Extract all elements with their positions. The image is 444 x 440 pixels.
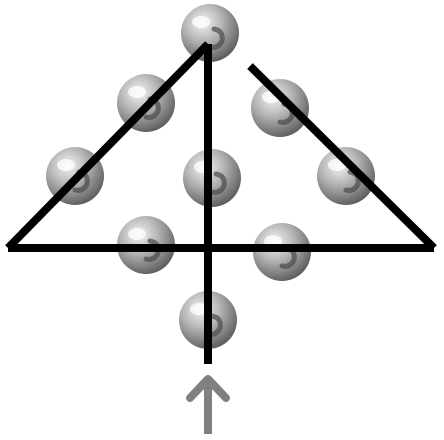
- right-triangle-edge-left: [250, 66, 434, 248]
- up-arrow-icon: [190, 378, 226, 434]
- sphere-highlight: [57, 159, 75, 171]
- sphere-highlight: [128, 228, 146, 240]
- sphere-body: [251, 79, 309, 137]
- sphere-highlight: [192, 16, 210, 28]
- sphere-right-upper: [251, 79, 309, 137]
- left-triangle-edge-left: [8, 44, 208, 248]
- arrow-layer: [190, 378, 226, 434]
- sphere-highlight: [128, 86, 146, 98]
